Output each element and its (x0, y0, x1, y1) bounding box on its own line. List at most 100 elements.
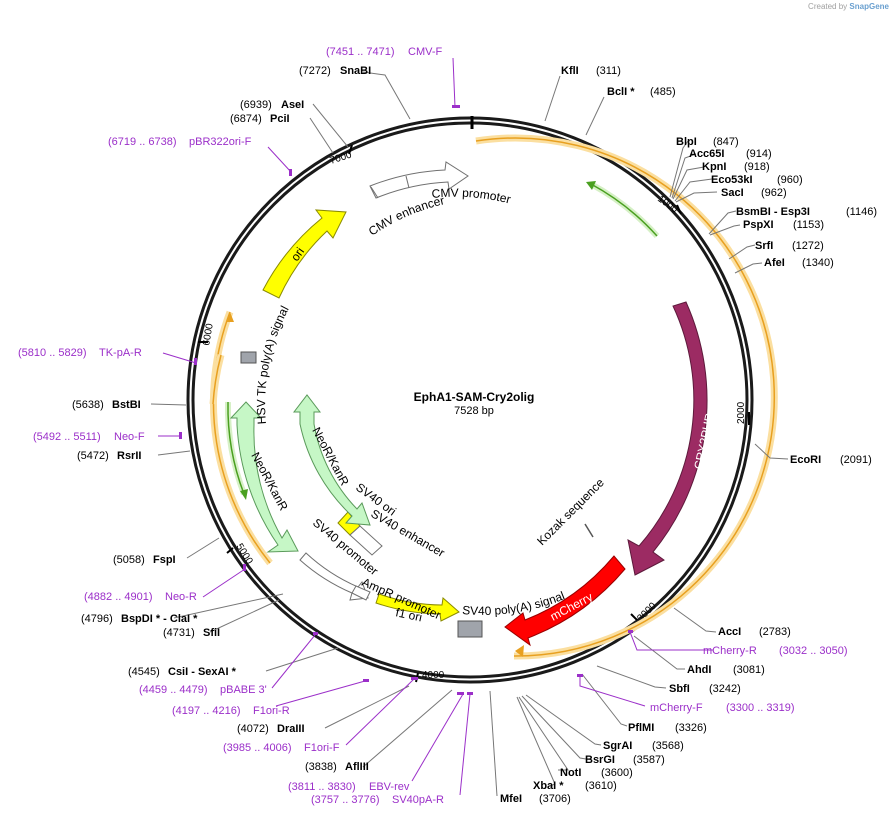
primer-ebv-rev: EBV-rev (369, 781, 410, 793)
neor-kanr-outer-arrow (229, 401, 299, 553)
svg-text:(3032 .. 3050): (3032 .. 3050) (779, 645, 848, 657)
svg-text:(3568): (3568) (652, 740, 684, 752)
snapgene-credit: Created by SnapGene (808, 2, 889, 11)
svg-text:(3081): (3081) (733, 664, 765, 676)
enzyme-bcli: BclI * (607, 86, 635, 98)
svg-text:(7451 .. 7471): (7451 .. 7471) (326, 46, 395, 58)
snapgene-logo-text: SnapGene (849, 2, 889, 11)
primer-pbr322ori-f: pBR322ori-F (189, 136, 252, 148)
enzyme-pcii: PciI (270, 113, 290, 125)
enzyme-afei: AfeI (764, 257, 785, 269)
mcherry-arrow (504, 555, 626, 647)
kozak-label: Kozak sequence (534, 475, 607, 548)
enzyme-acci: AccI (718, 626, 741, 638)
svg-text:(960): (960) (777, 174, 803, 186)
enzyme-kpni: KpnI (702, 161, 726, 173)
orf-main (475, 137, 775, 657)
plasmid-name: EphA1-SAM-Cry2olig (414, 390, 535, 404)
svg-text:(3587): (3587) (633, 754, 665, 766)
svg-text:(6719 .. 6738): (6719 .. 6738) (108, 136, 177, 148)
enzyme-srfi: SrfI (755, 240, 773, 252)
svg-text:(4197 .. 4216): (4197 .. 4216) (172, 705, 241, 717)
orf-arcs (209, 134, 778, 660)
enzyme-labels: KflI (311) BclI * (485) BlpI (847) Acc65… (72, 65, 877, 805)
tick-6000: 6000 (201, 322, 216, 346)
svg-text:(5638): (5638) (72, 399, 104, 411)
hsv-tk-polya-label: HSV TK poly(A) signal (254, 303, 292, 424)
tick-5000: 5000 (233, 542, 254, 567)
svg-text:(4072): (4072) (237, 723, 269, 735)
svg-text:(3600): (3600) (601, 767, 633, 779)
svg-text:(4545): (4545) (128, 666, 160, 678)
enzyme-mfei: MfeI (500, 793, 522, 805)
tick-marks (198, 144, 750, 683)
enzyme-eco53ki: Eco53kI (711, 174, 753, 186)
tick-4000: 4000 (422, 670, 445, 681)
svg-text:(4731): (4731) (163, 627, 195, 639)
enzyme-noti: NotI (560, 767, 581, 779)
primer-neo-r: Neo-R (165, 591, 197, 603)
svg-text:(2091): (2091) (840, 454, 872, 466)
svg-text:(3242): (3242) (709, 683, 741, 695)
svg-text:(847): (847) (713, 136, 739, 148)
enzyme-snabi: SnaBI (340, 65, 371, 77)
svg-text:(3300 .. 3319): (3300 .. 3319) (726, 702, 795, 714)
svg-text:(7272): (7272) (299, 65, 331, 77)
svg-text:(1153): (1153) (793, 219, 824, 231)
enzyme-bstbi: BstBI (112, 399, 141, 411)
primer-neo-f: Neo-F (114, 431, 145, 443)
svg-text:(3757 .. 3776): (3757 .. 3776) (311, 794, 380, 806)
sv40-polya-box (457, 620, 483, 638)
primer-sv40pa-r: SV40pA-R (392, 794, 444, 806)
created-by-text: Created by (808, 2, 848, 11)
ori-label: ori (288, 245, 307, 264)
neor-kanr-inner-arrow (292, 394, 371, 526)
svg-text:(5492 .. 5511): (5492 .. 5511) (33, 431, 101, 443)
enzyme-bspdi-clai: BspDI * - ClaI * (121, 613, 198, 625)
svg-text:(4459 .. 4479): (4459 .. 4479) (139, 684, 208, 696)
svg-text:(3706): (3706) (539, 793, 571, 805)
svg-text:(1146): (1146) (846, 206, 877, 218)
primer-cmv-f: CMV-F (408, 46, 443, 58)
enzyme-ahdi: AhdI (687, 664, 711, 676)
enzyme-sbfi: SbfI (669, 683, 690, 695)
svg-text:(6939): (6939) (240, 99, 272, 111)
primer-f1ori-f: F1ori-F (304, 742, 340, 754)
svg-text:(1340): (1340) (802, 257, 834, 269)
svg-text:(3838): (3838) (305, 761, 337, 773)
cmv-promoter-arrow (369, 161, 469, 199)
tick-2000: 2000 (736, 401, 747, 424)
primer-f1ori-r: F1ori-R (253, 705, 290, 717)
svg-text:(5472): (5472) (77, 450, 109, 462)
enzyme-leaders (150, 71, 789, 797)
svg-text:(918): (918) (744, 161, 770, 173)
svg-text:(3610): (3610) (585, 780, 617, 792)
primer-pbabe-3: pBABE 3' (220, 684, 267, 696)
enzyme-rsrii: RsrII (117, 450, 141, 462)
svg-text:(1272): (1272) (792, 240, 824, 252)
f1-ori-label: f1 ori (394, 605, 423, 624)
kozak-mark (584, 523, 594, 538)
f1-ori-arrow (375, 593, 460, 622)
enzyme-xbai: XbaI * (533, 780, 564, 792)
primer-mcherry-f: mCherry-F (650, 702, 703, 714)
enzyme-afliii: AflIII (345, 761, 369, 773)
enzyme-sgrai: SgrAI (603, 740, 632, 752)
enzyme-blpi: BlpI (676, 136, 697, 148)
sv40-enhancer-label: SV40 enhancer (369, 506, 448, 559)
sv40-enhancer-box (349, 525, 383, 556)
green-orfs (224, 181, 660, 500)
svg-text:(311): (311) (596, 65, 621, 77)
enzyme-asei: AseI (281, 99, 304, 111)
orf-main-arrow (515, 645, 524, 657)
svg-text:(3811 .. 3830): (3811 .. 3830) (288, 781, 356, 793)
backbone (186, 116, 754, 684)
svg-text:(6874): (6874) (230, 113, 262, 125)
enzyme-bsmbi-esp3i: BsmBI - Esp3I (736, 206, 810, 218)
plasmid-length: 7528 bp (454, 405, 494, 417)
svg-text:(914): (914) (746, 148, 772, 160)
hsv-tk-polya-box (240, 351, 257, 364)
enzyme-kfli: KflI (561, 65, 579, 77)
enzyme-fspi: FspI (153, 554, 176, 566)
